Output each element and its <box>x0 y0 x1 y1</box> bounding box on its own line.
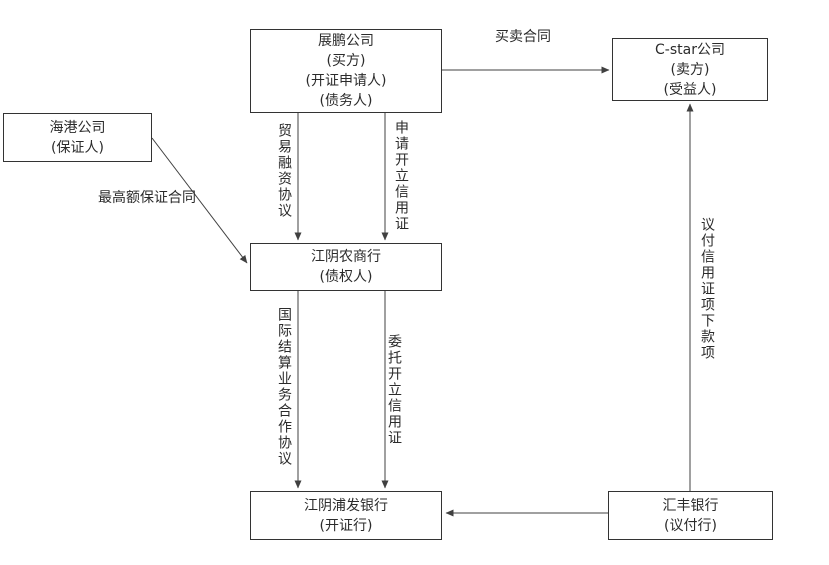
node-title: 海港公司 <box>49 119 106 136</box>
edge-label-apply-open-lc: 申请开立信用证 <box>393 120 409 232</box>
node-title: C-star公司 <box>655 41 725 58</box>
node-role: (议付行) <box>664 517 717 534</box>
edge-label-sales-contract: 买卖合同 <box>495 29 551 45</box>
node-role: (卖方) <box>670 61 710 78</box>
node-jiangyin-spd-bank: 江阴浦发银行 (开证行) <box>250 491 442 540</box>
node-haigang-company: 海港公司 (保证人) <box>3 113 152 162</box>
node-role: (开证行) <box>319 517 373 534</box>
edge-label-intl-settlement-agreement: 国际结算业务合作协议 <box>276 307 292 467</box>
node-zhanpeng-company: 展鹏公司 (买方) (开证申请人) (债务人) <box>250 29 442 113</box>
node-role: (债权人) <box>319 269 373 285</box>
node-title: 江阴农商行 <box>311 249 381 265</box>
node-title: 展鹏公司 <box>318 33 374 49</box>
node-role: (受益人) <box>663 81 717 98</box>
node-role: (开证申请人) <box>305 73 387 89</box>
node-role: (买方) <box>326 53 366 69</box>
edge-label-trade-finance-agreement: 贸易融资协议 <box>276 123 292 219</box>
node-jiangyin-rural-commercial-bank: 江阴农商行 (债权人) <box>250 243 442 291</box>
edge-label-max-guarantee-contract: 最高额保证合同 <box>98 190 196 206</box>
node-title: 江阴浦发银行 <box>304 497 388 514</box>
edge-label-negotiate-lc-payment: 议付信用证项下款项 <box>699 217 715 361</box>
node-role: (保证人) <box>51 139 104 156</box>
node-cstar-company: C-star公司 (卖方) (受益人) <box>612 38 768 101</box>
node-role: (债务人) <box>319 93 373 109</box>
node-hsbc-bank: 汇丰银行 (议付行) <box>608 491 773 540</box>
node-title: 汇丰银行 <box>662 497 719 514</box>
edge-label-entrust-open-lc: 委托开立信用证 <box>386 334 402 446</box>
